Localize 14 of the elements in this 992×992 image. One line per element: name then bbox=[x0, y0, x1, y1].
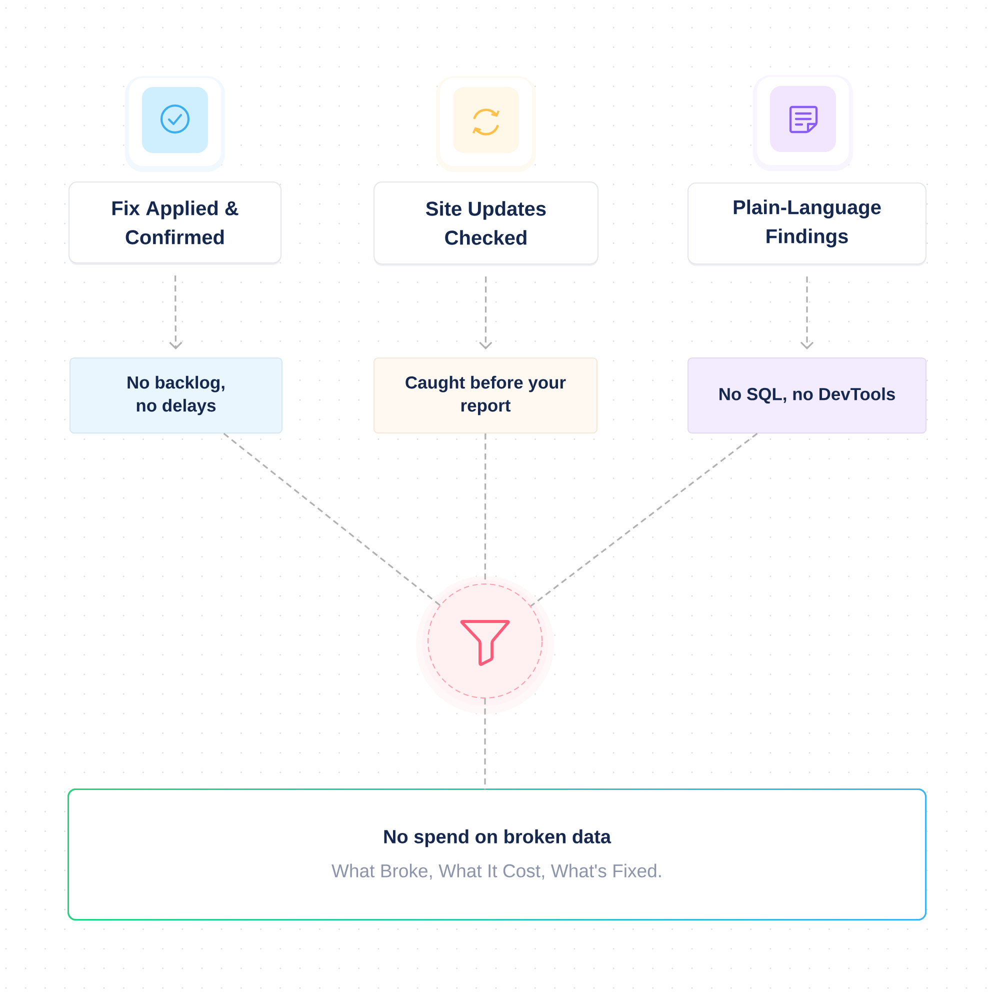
benefit-box: No SQL, no DevTools bbox=[687, 357, 927, 434]
dashed-connector-line bbox=[484, 698, 486, 790]
dashed-connector-line bbox=[223, 432, 440, 606]
result-box: No spend on broken data What Broke, What It Cost, What's Fixed. bbox=[69, 790, 926, 919]
dashed-connector-line bbox=[530, 432, 758, 607]
dashed-arrow bbox=[800, 276, 814, 350]
title-card: Site Updates Checked bbox=[373, 181, 599, 266]
dashed-circle bbox=[416, 576, 554, 714]
dashed-arrow bbox=[169, 276, 182, 350]
dashed-arrow bbox=[479, 276, 492, 350]
benefit-box: No backlog, no delays bbox=[69, 357, 283, 434]
title-card: Fix Applied & Confirmed bbox=[68, 181, 282, 265]
benefit-box: Caught before your report bbox=[373, 357, 598, 434]
title-card: Plain-Language Findings bbox=[687, 182, 927, 266]
